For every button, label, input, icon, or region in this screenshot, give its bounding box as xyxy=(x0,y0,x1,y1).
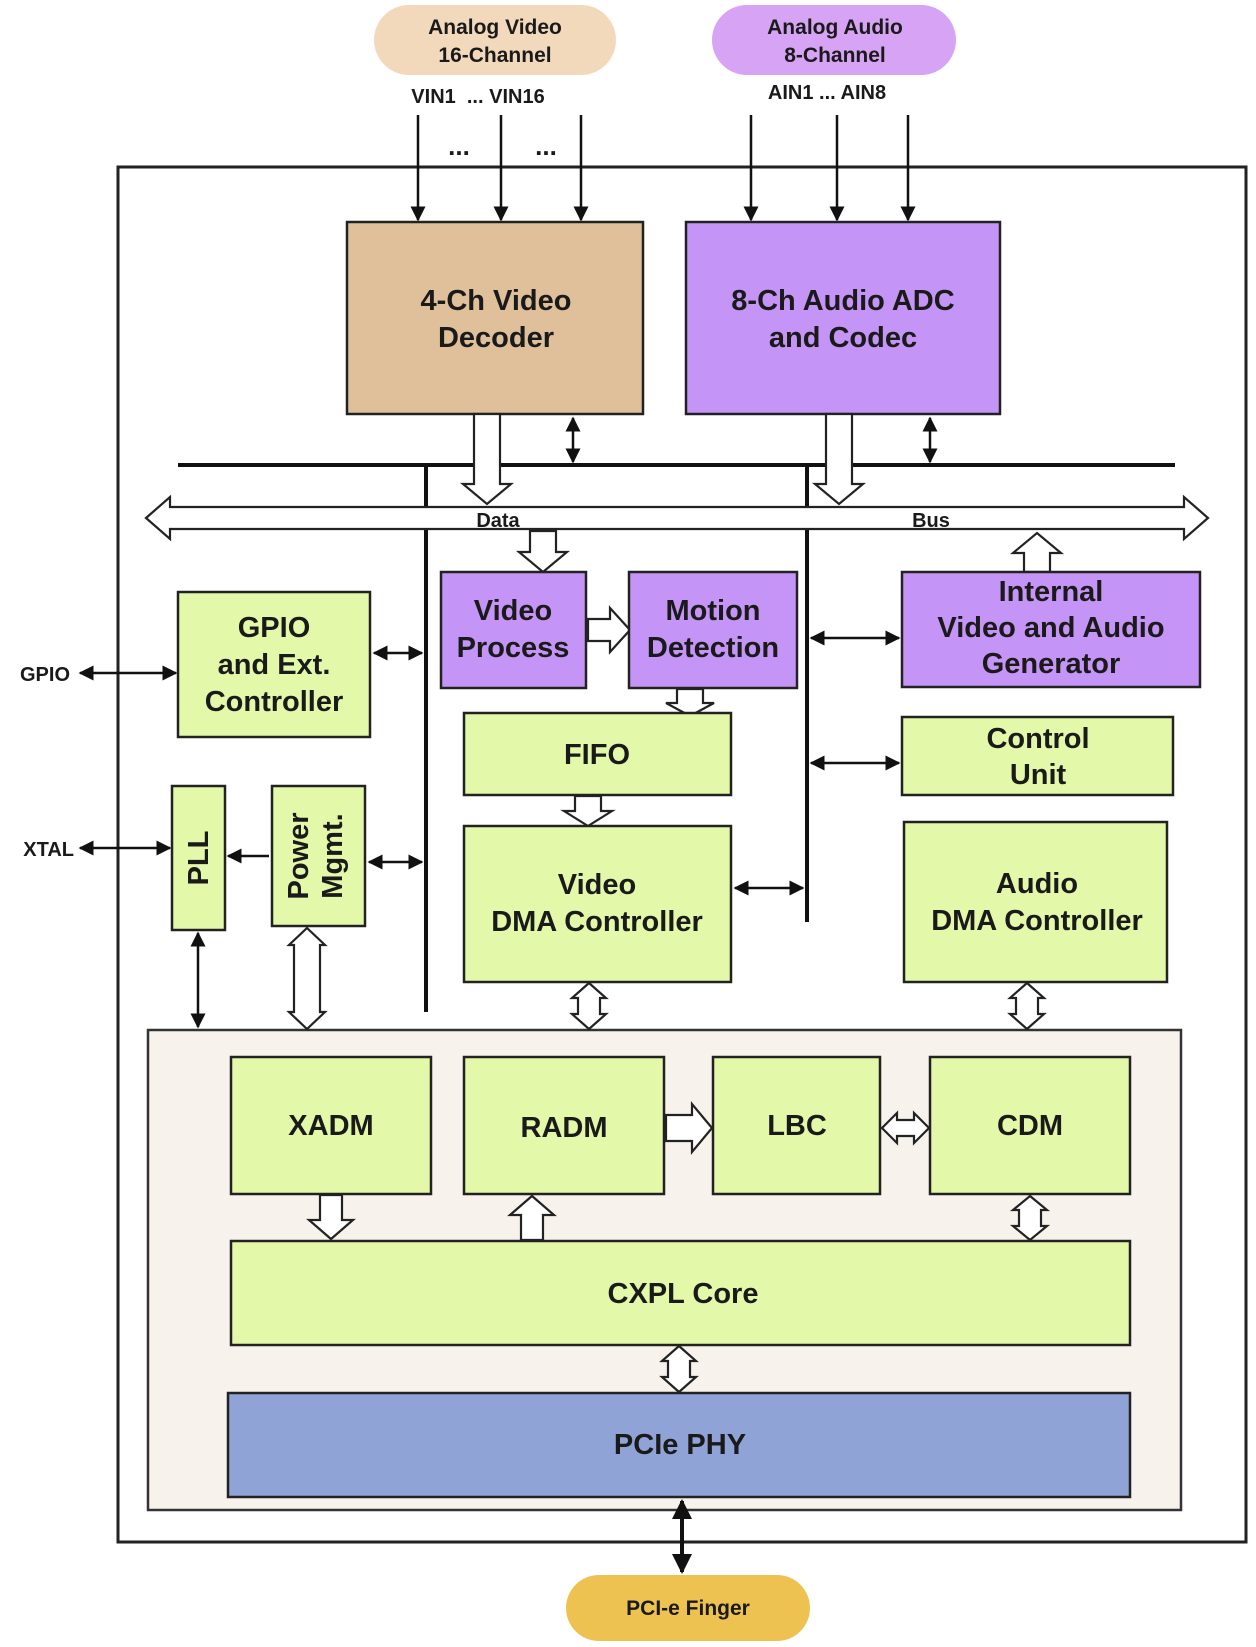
video-dma-line2: DMA Controller xyxy=(491,906,703,938)
xadm-from-core-arrow xyxy=(306,1193,356,1241)
video-process-block xyxy=(439,570,588,690)
audio-dma-line2: DMA Controller xyxy=(931,905,1143,937)
xadm-block xyxy=(229,1055,433,1196)
video-decoder-line1: 4-Ch Video xyxy=(421,285,572,317)
cxpl-core-block xyxy=(229,1239,1132,1347)
core-to-radm-arrow xyxy=(507,1194,557,1242)
audio-adc-line2: and Codec xyxy=(769,322,917,354)
cdm-label: CDM xyxy=(997,1110,1063,1142)
motion-to-fifo-arrow xyxy=(665,687,715,718)
data-bus xyxy=(144,494,1210,542)
lbc-label: LBC xyxy=(767,1110,827,1142)
video-decoder-line2: Decoder xyxy=(438,322,554,354)
adc-to-data-bus-arrow xyxy=(811,412,867,506)
video-process-to-motion-arrow xyxy=(586,605,632,655)
analog-video-input-pill xyxy=(374,5,616,75)
radm-to-lbc-arrow xyxy=(664,1100,714,1156)
audio-dma-line1: Audio xyxy=(996,868,1078,900)
internal-generator-block xyxy=(900,570,1202,689)
xtal-pin-label: XTAL xyxy=(23,839,74,861)
pcie-phy-block xyxy=(226,1391,1132,1499)
gpio-line2: and Ext. xyxy=(218,649,331,681)
gpio-line1: GPIO xyxy=(238,612,311,644)
video-dma-block xyxy=(462,824,733,984)
decoder-to-data-bus-arrow xyxy=(459,412,515,506)
generator-line1: Internal xyxy=(999,576,1104,608)
power-mgmt-line1: Power xyxy=(283,812,315,899)
generator-line2: Video and Audio xyxy=(937,612,1164,644)
generator-to-bus-arrow xyxy=(1009,531,1065,574)
audio-dma-pcie-arrow xyxy=(1007,981,1047,1031)
cxpl-core-label: CXPL Core xyxy=(608,1278,759,1310)
fifo-label: FIFO xyxy=(564,739,630,771)
analog-audio-channels: 8-Channel xyxy=(784,44,886,67)
data-bus-label-data: Data xyxy=(476,510,520,532)
motion-detection-line1: Motion xyxy=(665,595,760,627)
pcie-finger-label: PCI-e Finger xyxy=(626,1597,750,1620)
radm-label: RADM xyxy=(521,1112,608,1144)
pcie-finger-pill xyxy=(566,1575,810,1641)
gpio-line3: Controller xyxy=(205,686,344,718)
analog-video-channels: 16-Channel xyxy=(438,44,551,67)
analog-audio-title: Analog Audio xyxy=(767,16,903,39)
audio-pin-range: AIN1 ... AIN8 xyxy=(768,82,886,104)
analog-audio-input-pill xyxy=(712,5,956,75)
video-input-ellipsis-2: ... xyxy=(535,131,557,161)
generator-line3: Generator xyxy=(982,648,1121,680)
video-dma-line1: Video xyxy=(558,869,636,901)
fifo-block xyxy=(462,711,733,797)
fifo-to-video-dma-arrow xyxy=(560,794,616,828)
power-mgmt-block xyxy=(270,784,367,928)
control-unit-line1: Control xyxy=(986,723,1089,755)
audio-adc-line1: 8-Ch Audio ADC xyxy=(731,285,954,317)
video-pin-range: VIN1 ... VIN16 xyxy=(411,86,544,108)
cdm-block xyxy=(928,1055,1132,1196)
motion-detection-block xyxy=(627,570,799,690)
video-process-line1: Video xyxy=(474,595,552,627)
motion-detection-line2: Detection xyxy=(647,632,779,664)
power-mgmt-line2: Mgmt. xyxy=(317,813,349,898)
lbc-block xyxy=(711,1055,882,1196)
control-unit-block xyxy=(900,715,1175,797)
gpio-pin-label: GPIO xyxy=(20,664,70,686)
video-input-ellipsis-1: ... xyxy=(448,131,470,161)
gpio-controller-block xyxy=(176,590,372,739)
xadm-label: XADM xyxy=(288,1110,373,1142)
control-unit-line2: Unit xyxy=(1010,759,1067,791)
pll-block xyxy=(170,784,227,932)
analog-video-title: Analog Video xyxy=(428,16,562,39)
data-bus-label-bus: Bus xyxy=(912,510,950,532)
video-decoder-block xyxy=(345,220,645,416)
bus-to-video-process-arrow xyxy=(515,529,571,574)
pcie-phy-label: PCIe PHY xyxy=(614,1429,746,1461)
video-dma-pcie-arrow xyxy=(569,981,609,1031)
video-process-line2: Process xyxy=(457,632,570,664)
pll-label: PLL xyxy=(183,831,215,886)
radm-block xyxy=(462,1055,666,1196)
audio-adc-codec-block xyxy=(684,220,1002,416)
power-pcie-arrow xyxy=(286,926,328,1031)
audio-dma-block xyxy=(902,820,1169,984)
